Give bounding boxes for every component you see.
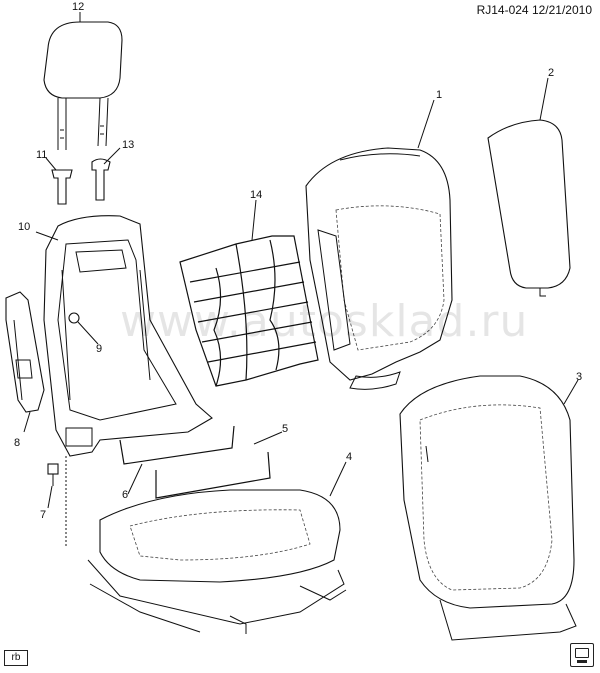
callout-12: 12 [72,1,84,13]
callout-10: 10 [18,221,30,233]
book-icon [570,643,594,667]
corner-tag: rb [4,650,28,666]
callout-2: 2 [548,67,554,79]
part-seatback-frame [43,215,213,457]
part-headrest [43,21,123,150]
callout-5: 5 [282,423,288,435]
callout-9: 9 [96,343,102,355]
part-bolt [47,463,59,486]
callout-6: 6 [122,489,128,501]
callout-1: 1 [436,89,442,101]
part-side-trim [5,291,45,413]
callout-3: 3 [576,371,582,383]
diagram-code: RJ14-024 [476,3,529,17]
leader-lines [23,12,579,509]
callout-4: 4 [346,451,352,463]
diagram-header: RJ14-024 12/21/2010 [477,3,592,17]
watermark: www.autosklad.ru [120,296,529,347]
part-nut [68,312,80,324]
callout-7: 7 [40,509,46,521]
part-back-panel [487,119,571,297]
part-rods [119,425,271,499]
callout-13: 13 [122,139,134,151]
diagram-date: 12/21/2010 [531,3,592,17]
part-seat-cushion [87,489,347,634]
callout-11: 11 [36,149,47,161]
part-spring-mat [179,235,319,387]
part-seatback-cover [399,375,577,641]
callout-14: 14 [250,189,262,201]
part-seatback-cushion [305,147,453,390]
part-headrest-guides [51,158,111,205]
callout-8: 8 [14,437,20,449]
